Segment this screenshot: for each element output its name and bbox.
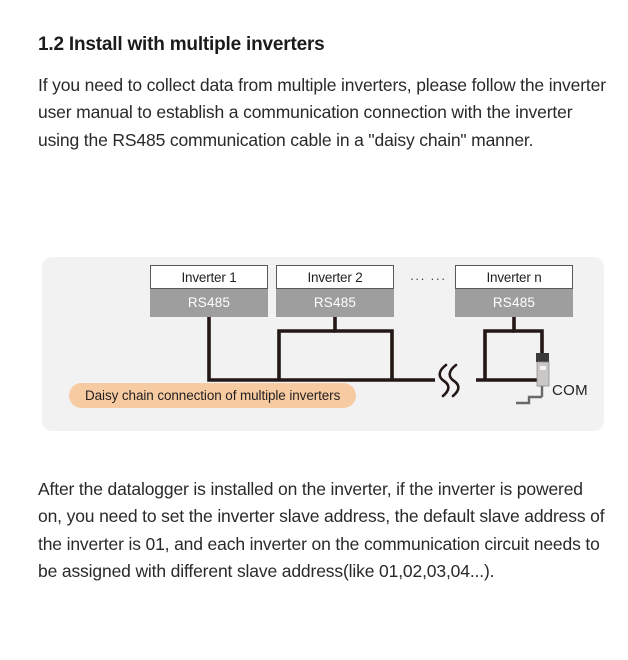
com-connector-label: COM <box>552 382 588 399</box>
intro-paragraph: If you need to collect data from multipl… <box>38 74 606 150</box>
inverter-2-port: RS485 <box>276 289 394 317</box>
inverter-block-1: Inverter 1 RS485 <box>150 265 268 317</box>
cable-break-icon <box>438 363 460 398</box>
wire-inverter2-left <box>333 317 394 380</box>
diagram-caption-badge: Daisy chain connection of multiple inver… <box>69 383 357 408</box>
outro-paragraph: After the datalogger is installed on the… <box>38 478 605 582</box>
inverter-block-n: Inverter n RS485 <box>455 265 573 317</box>
inverter-1-title: Inverter 1 <box>150 265 268 289</box>
inverter-2-title: Inverter 2 <box>276 265 394 289</box>
inverter-n-port: RS485 <box>455 289 573 317</box>
wiring-diagram <box>207 317 550 405</box>
wire-invertern-left <box>483 329 514 380</box>
inverter-1-port: RS485 <box>150 289 268 317</box>
wire-inverter1 <box>207 317 392 382</box>
diagram-canvas: Inverter 1 RS485 Inverter 2 RS485 ··· ··… <box>42 257 604 431</box>
inverter-block-2: Inverter 2 RS485 <box>276 265 394 317</box>
ellipsis-indicator: ··· ··· <box>409 271 447 286</box>
com-connector-icon <box>516 353 550 405</box>
page-title: 1.2 Install with multiple inverters <box>38 33 325 55</box>
wire-inverter2-right <box>277 329 335 380</box>
inverter-n-title: Inverter n <box>455 265 573 289</box>
daisy-chain-diagram: Inverter 1 RS485 Inverter 2 RS485 ··· ··… <box>42 257 604 431</box>
